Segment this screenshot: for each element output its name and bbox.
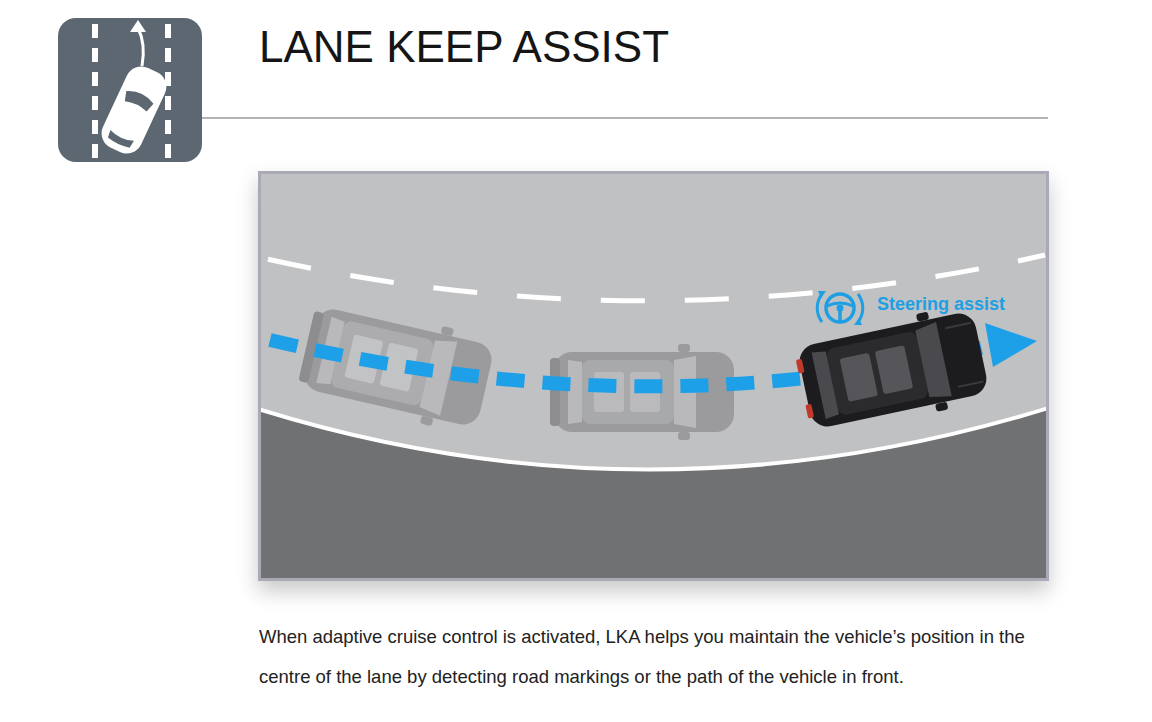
lane-keep-icon: [58, 18, 202, 162]
illustration-frame: [258, 171, 1049, 581]
title-rule: [202, 117, 1048, 119]
page-title: LANE KEEP ASSIST: [259, 21, 669, 73]
lane-keep-illustration: [261, 174, 1046, 578]
caption-text: When adaptive cruise control is activate…: [259, 617, 1059, 697]
assist-label: Steering assist: [877, 293, 1005, 315]
